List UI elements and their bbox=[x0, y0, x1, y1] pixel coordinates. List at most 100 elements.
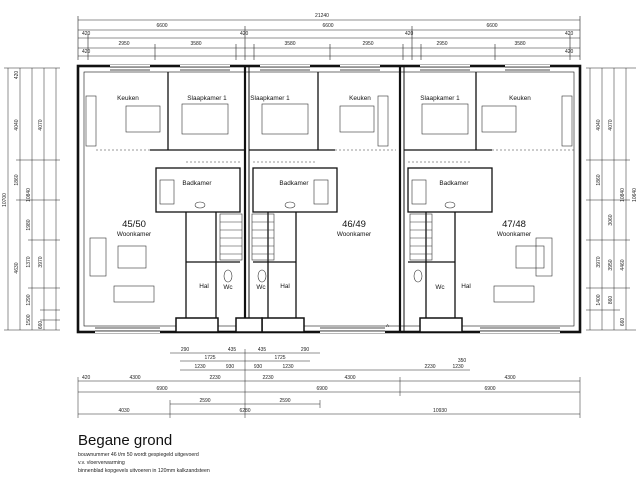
room-label-woonkamer: Woonkamer bbox=[497, 231, 532, 238]
dim-left: 1980 bbox=[26, 219, 32, 230]
dim-left: 1370 bbox=[26, 256, 32, 267]
interior-walls bbox=[150, 72, 493, 318]
dim-bottom: 290 bbox=[181, 347, 190, 353]
drawing-title: Begane grond bbox=[78, 432, 173, 449]
dim-top-3: 6600 bbox=[486, 23, 497, 29]
dim-left: 420 bbox=[14, 71, 20, 80]
staircase bbox=[219, 213, 433, 261]
dim-bottom: 930 bbox=[226, 364, 235, 370]
dim-bottom: 1230 bbox=[282, 364, 293, 370]
room-label-keuken: Keuken bbox=[509, 95, 531, 102]
dim-bottom: 1725 bbox=[274, 355, 285, 361]
dim-top-small: 420 bbox=[565, 49, 574, 55]
dim-bottom: 350 bbox=[458, 358, 467, 364]
room-label-slaapkamer: Slaapkamer 1 bbox=[420, 95, 460, 102]
left-dimension-texts: 10700 4040 4070 10840 1860 4630 1980 397… bbox=[2, 71, 44, 330]
room-label-badkamer: Badkamer bbox=[182, 180, 212, 187]
dim-top-bay: 3580 bbox=[190, 41, 201, 47]
bed bbox=[181, 103, 229, 135]
dim-left: 1500 bbox=[26, 314, 32, 325]
unit-number: 45/50 bbox=[122, 219, 146, 230]
dim-top-small: 420 bbox=[240, 31, 249, 37]
dim-bottom: 435 bbox=[228, 347, 237, 353]
dim-top-small: 420 bbox=[82, 31, 91, 37]
dim-right: 3950 bbox=[608, 259, 614, 270]
sofa bbox=[493, 285, 535, 303]
room-label-keuken: Keuken bbox=[117, 95, 139, 102]
dim-right: 4040 bbox=[596, 119, 602, 130]
dim-bottom: 4300 bbox=[129, 375, 140, 381]
dim-left: 660 bbox=[38, 321, 44, 330]
dim-left: 4630 bbox=[14, 262, 20, 273]
room-label-hal: Hal bbox=[280, 283, 290, 290]
drawing-note: binnenblad kopgevels uitvoeren in 120mm … bbox=[78, 468, 210, 474]
top-dimensions bbox=[77, 16, 581, 60]
unit-number: 46/49 bbox=[342, 219, 366, 230]
dim-right: 3970 bbox=[596, 256, 602, 267]
sink bbox=[284, 201, 296, 209]
room-label-wc: Wc bbox=[435, 284, 445, 291]
bed bbox=[421, 103, 469, 135]
sofa bbox=[89, 237, 107, 277]
dim-bottom: 2230 bbox=[424, 364, 435, 370]
dim-top-bay: 2950 bbox=[118, 41, 129, 47]
dim-bottom: 435 bbox=[258, 347, 267, 353]
dim-left: 10840 bbox=[26, 188, 32, 202]
dim-right: 10840 bbox=[620, 188, 626, 202]
dim-bottom: 6900 bbox=[316, 386, 327, 392]
dim-top-bay: 2950 bbox=[436, 41, 447, 47]
dim-right: 4460 bbox=[620, 259, 626, 270]
dim-right: 660 bbox=[620, 318, 626, 327]
dining-table bbox=[125, 105, 161, 133]
dim-bottom: 6900 bbox=[484, 386, 495, 392]
toilet bbox=[257, 269, 267, 283]
bed bbox=[261, 103, 309, 135]
bottom-dimension-texts: 290 435 435 290 1725 1725 1230 930 930 1… bbox=[82, 347, 516, 414]
drawing-note: v.v. vloerverwarming bbox=[78, 460, 125, 466]
kitchen-counter bbox=[561, 95, 573, 147]
dim-top-small: 420 bbox=[405, 31, 414, 37]
room-label-woonkamer: Woonkamer bbox=[337, 231, 372, 238]
room-label-wc: Wc bbox=[256, 284, 266, 291]
bottom-dimensions bbox=[77, 349, 581, 418]
dim-left: 4040 bbox=[14, 119, 20, 130]
furniture bbox=[85, 95, 574, 303]
room-label-badkamer: Badkamer bbox=[279, 180, 309, 187]
drawing-note: bouwnummer 46 t/m 50 wordt gespiegeld ui… bbox=[78, 452, 199, 458]
dim-bottom: 2590 bbox=[199, 398, 210, 404]
coffee-table bbox=[117, 245, 147, 269]
room-label-hal: Hal bbox=[199, 283, 209, 290]
dim-left: 10700 bbox=[2, 193, 8, 207]
dim-right: 4070 bbox=[608, 119, 614, 130]
room-label-wc: Wc bbox=[223, 284, 233, 291]
dim-right: 1860 bbox=[596, 174, 602, 185]
dim-bottom: 1230 bbox=[194, 364, 205, 370]
dim-bottom: 290 bbox=[301, 347, 310, 353]
dim-top-1: 6600 bbox=[156, 23, 167, 29]
dim-bottom: 420 bbox=[82, 375, 91, 381]
shower bbox=[411, 179, 427, 205]
sink bbox=[194, 201, 206, 209]
sofa bbox=[535, 237, 553, 277]
room-label-hal: Hal bbox=[461, 283, 471, 290]
dim-bottom: 930 bbox=[254, 364, 263, 370]
room-labels: Keuken Slaapkamer 1 Badkamer 45/50 Woonk… bbox=[117, 95, 532, 328]
dim-bottom: 2230 bbox=[209, 375, 220, 381]
dim-left: 3970 bbox=[38, 256, 44, 267]
section-marker-a: A bbox=[386, 323, 389, 328]
kitchen-counter bbox=[85, 95, 97, 147]
unit-number: 47/48 bbox=[502, 219, 526, 230]
sink bbox=[444, 201, 456, 209]
toilet bbox=[413, 269, 423, 283]
toilet bbox=[223, 269, 233, 283]
dim-bottom: 10930 bbox=[433, 408, 447, 414]
dim-bottom: 1725 bbox=[204, 355, 215, 361]
room-label-keuken: Keuken bbox=[349, 95, 371, 102]
building-walls bbox=[76, 64, 582, 334]
dim-bottom: 2230 bbox=[262, 375, 273, 381]
dim-bottom: 6900 bbox=[156, 386, 167, 392]
dim-bottom: 1230 bbox=[452, 364, 463, 370]
dim-top-small: 420 bbox=[82, 49, 91, 55]
dim-top-2: 6600 bbox=[322, 23, 333, 29]
